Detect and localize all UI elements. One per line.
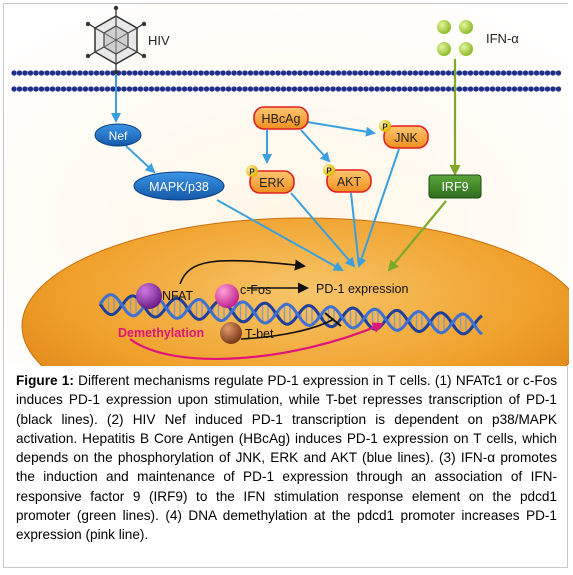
- phospho-icon: [323, 164, 335, 176]
- cfos-factor-icon: [215, 284, 239, 308]
- ifn-alpha-molecules-icon: [437, 20, 473, 56]
- demethylation-label: Demethylation: [118, 326, 204, 340]
- mapk-label: MAPK/p38: [149, 180, 209, 194]
- akt-label: AKT: [337, 175, 362, 189]
- svg-text:P: P: [326, 167, 332, 176]
- cell-membrane: [11, 70, 562, 92]
- figure-caption: Figure 1: Different mechanisms regulate …: [16, 371, 557, 545]
- ifn-alpha-label: IFN-α: [486, 31, 519, 46]
- node-nef: Nef: [94, 123, 142, 147]
- hbcag-label: HBcAg: [262, 112, 301, 126]
- pd1-pathway-diagram: HIV IFN-α Nef MAPK/p38 HBcAg JNK: [4, 4, 569, 366]
- blue-pathway-arrows: [111, 74, 400, 271]
- cfos-label: c-Fos: [240, 283, 271, 297]
- hiv-label: HIV: [148, 33, 170, 48]
- node-jnk: JNK P: [379, 120, 429, 149]
- green-pathway-arrows: [387, 59, 461, 272]
- erk-label: ERK: [259, 176, 285, 190]
- tbet-label: T-bet: [245, 327, 274, 341]
- svg-text:P: P: [249, 168, 255, 177]
- phospho-icon: [246, 165, 258, 177]
- nucleus: [22, 218, 569, 366]
- phospho-icon: [379, 120, 391, 132]
- nfat-factor-icon: [136, 283, 162, 309]
- demethylation-arrow: [129, 322, 384, 361]
- tbet-factor-icon: [220, 322, 242, 344]
- irf9-label: IRF9: [441, 180, 468, 194]
- caption-text: Different mechanisms regulate PD-1 expre…: [16, 373, 558, 543]
- node-erk: ERK P: [246, 165, 295, 194]
- pd1-expression-label: PD-1 expression: [316, 282, 408, 296]
- nfat-label: NFAT: [162, 289, 193, 303]
- black-regulation-lines: [179, 259, 342, 340]
- caption-label: Figure 1:: [16, 373, 74, 388]
- node-irf9: IRF9: [428, 174, 482, 199]
- node-hbcag: HBcAg: [253, 106, 309, 130]
- node-akt: AKT P: [323, 164, 372, 193]
- hiv-virus-icon: [85, 5, 147, 75]
- nef-label: Nef: [109, 129, 128, 143]
- jnk-label: JNK: [394, 131, 418, 145]
- node-mapk-p38: MAPK/p38: [133, 171, 225, 201]
- svg-text:P: P: [382, 123, 388, 132]
